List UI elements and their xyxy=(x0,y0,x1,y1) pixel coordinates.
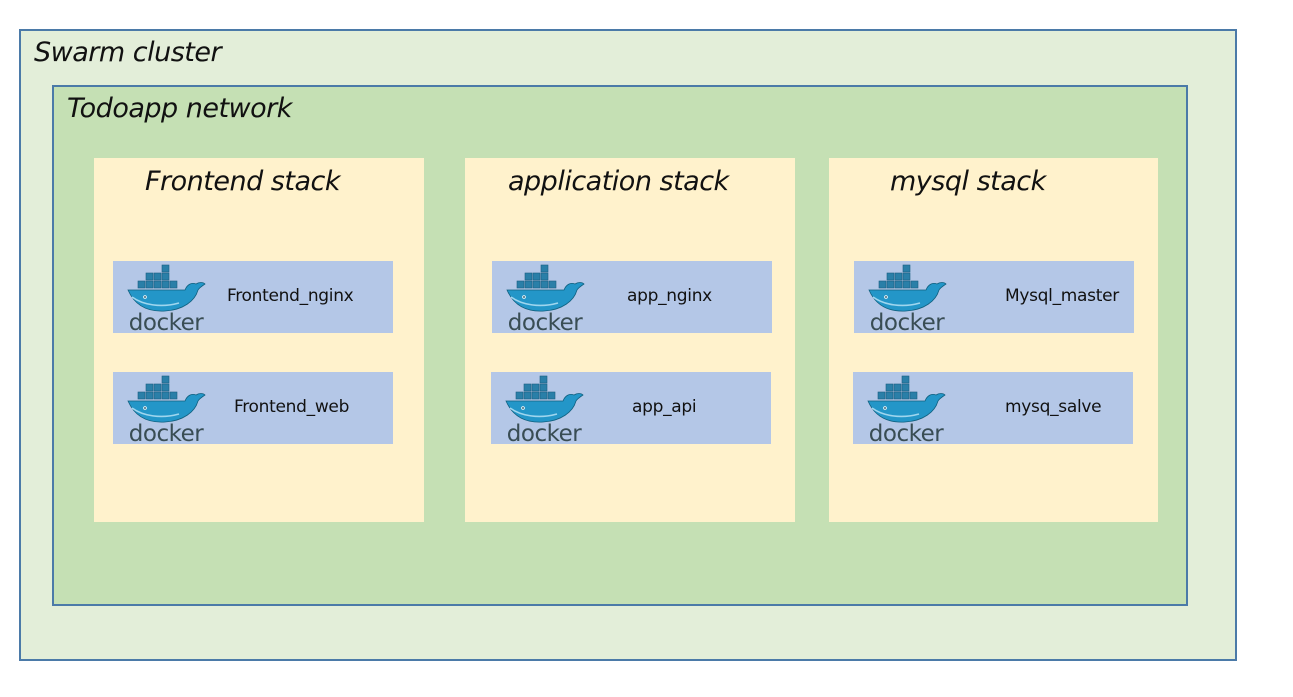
stack-title: mysql stack xyxy=(890,166,1046,197)
docker-logo-icon xyxy=(863,372,949,444)
docker-logo-icon xyxy=(502,261,588,333)
service-app-nginx: app_nginx xyxy=(492,261,772,333)
docker-logo-icon xyxy=(123,372,209,444)
network-title: Todoapp network xyxy=(67,93,292,124)
service-label: Mysql_master xyxy=(1005,286,1119,306)
stack-title: Frontend stack xyxy=(145,166,340,197)
service-mysql-slave: mysq_salve xyxy=(853,372,1133,444)
docker-logo-icon xyxy=(501,372,587,444)
service-label: mysq_salve xyxy=(1005,397,1102,417)
stack-title: application stack xyxy=(508,166,729,197)
service-label: Frontend_nginx xyxy=(227,286,354,306)
service-app-api: app_api xyxy=(491,372,771,444)
docker-logo-icon xyxy=(123,261,209,333)
mysql-stack-box: mysql stack xyxy=(829,158,1158,522)
service-frontend-nginx: Frontend_nginx xyxy=(113,261,393,333)
service-frontend-web: Frontend_web xyxy=(113,372,393,444)
service-mysql-master: Mysql_master xyxy=(854,261,1134,333)
service-label: app_api xyxy=(632,397,697,417)
cluster-title: Swarm cluster xyxy=(34,37,222,68)
docker-logo-icon xyxy=(864,261,950,333)
service-label: app_nginx xyxy=(627,286,712,306)
application-stack-box: application stack xyxy=(465,158,795,522)
frontend-stack-box: Frontend stack xyxy=(94,158,424,522)
service-label: Frontend_web xyxy=(234,397,350,417)
